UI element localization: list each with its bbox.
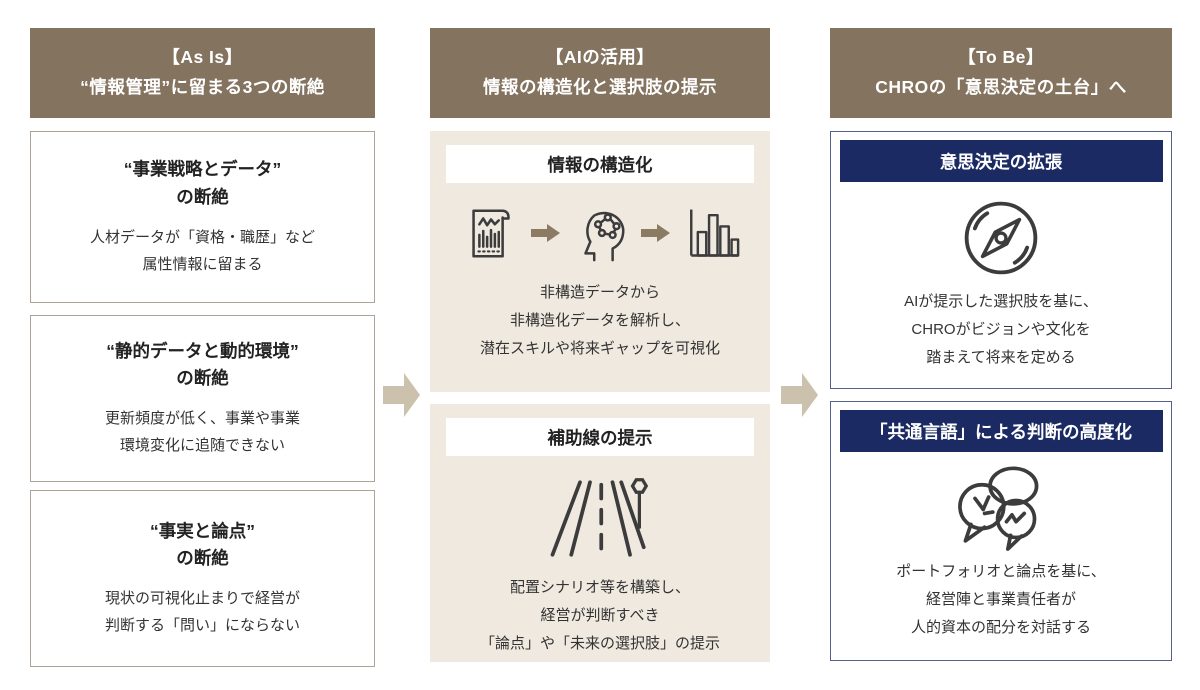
- to-be-box-decision: 意思決定の拡張 AIが提示した選択肢を基に、 CHROがビジョンや文化を 踏まえ…: [830, 131, 1172, 389]
- decision-icon-wrap: [957, 190, 1045, 286]
- box-body: 現状の可視化止まりで経営が 判断する「問い」にならない: [104, 590, 300, 635]
- navy-box-title: 「共通言語」による判断の高度化: [839, 410, 1163, 452]
- to-be-header-line1: 【To Be】: [958, 47, 1044, 68]
- ai-section-guideline: 補助線の提示 配置シナリオ等を構築し、 経営が判断すべき 「論点」や「未来の選択…: [430, 404, 770, 662]
- to-be-header: 【To Be】 CHROの「意思決定の土台」へ: [830, 28, 1172, 118]
- section-body: 配置シナリオ等を構築し、 経営が判断すべき 「論点」や「未来の選択肢」の提示: [479, 579, 720, 652]
- ai-header-line2: 情報の構造化と選択肢の提示: [483, 77, 717, 97]
- as-is-box-strategy-data: “事業戦略とデータ” の断絶 人材データが「資格・職歴」など 属性情報に留まる: [30, 131, 375, 303]
- box-body: 人材データが「資格・職歴」など 属性情報に留まる: [89, 228, 315, 273]
- guideline-icon-wrap: [545, 470, 655, 562]
- ai-head-network-icon: [584, 211, 625, 262]
- road-guideline-icon: [550, 478, 649, 557]
- unstructured-data-document-icon: [472, 209, 510, 258]
- ai-header-line1: 【AIの活用】: [545, 47, 655, 68]
- flow-arrow-icon: [383, 373, 420, 417]
- structuring-icon-flow: [460, 199, 740, 267]
- navy-box-body: ポートフォリオと論点を基に、 経営陣と事業責任者が 人的資本の配分を対話する: [896, 563, 1106, 636]
- to-be-header-line2: CHROの「意思決定の土台」へ: [875, 77, 1127, 97]
- arrow-right-icon: [531, 224, 560, 242]
- navy-box-title: 意思決定の拡張: [839, 140, 1163, 182]
- compass-icon: [964, 201, 1038, 275]
- box-title: “静的データと動的環境” の断絶: [106, 340, 299, 388]
- navy-box-body: AIが提示した選択肢を基に、 CHROがビジョンや文化を 踏まえて将来を定める: [904, 293, 1098, 366]
- as-is-header: 【As Is】 “情報管理”に留まる3つの断絶: [30, 28, 375, 118]
- as-is-box-fact-issue: “事実と論点” の断絶 現状の可視化止まりで経営が 判断する「問い」にならない: [30, 490, 375, 667]
- as-is-header-line1: 【As Is】: [162, 47, 243, 68]
- arrow-right-icon: [641, 224, 670, 242]
- bar-chart-icon: [690, 209, 740, 257]
- as-is-header-line2: “情報管理”に留まる3つの断絶: [80, 77, 325, 97]
- flow-arrow-icon: [781, 373, 818, 417]
- to-be-box-common-language: 「共通言語」による判断の高度化 ポートフォリオと論点を基に、 経営陣と事業責任者…: [830, 401, 1172, 661]
- box-title: “事業戦略とデータ” の断絶: [123, 159, 282, 207]
- section-title: 情報の構造化: [446, 145, 754, 183]
- as-is-box-static-dynamic: “静的データと動的環境” の断絶 更新頻度が低く、事業や事業 環境変化に追随でき…: [30, 315, 375, 482]
- box-title: “事実と論点” の断絶: [150, 520, 255, 568]
- section-title: 補助線の提示: [446, 418, 754, 456]
- speech-bubbles-icon: [958, 466, 1039, 551]
- box-body: 更新頻度が低く、事業や事業 環境変化に追随できない: [104, 410, 300, 455]
- ai-header: 【AIの活用】 情報の構造化と選択肢の提示: [430, 28, 770, 118]
- section-body: 非構造データから 非構造化データを解析し、 潜在スキルや将来ギャップを可視化: [479, 284, 720, 357]
- ai-section-structuring: 情報の構造化: [430, 131, 770, 392]
- common-language-icon-wrap: [949, 460, 1053, 556]
